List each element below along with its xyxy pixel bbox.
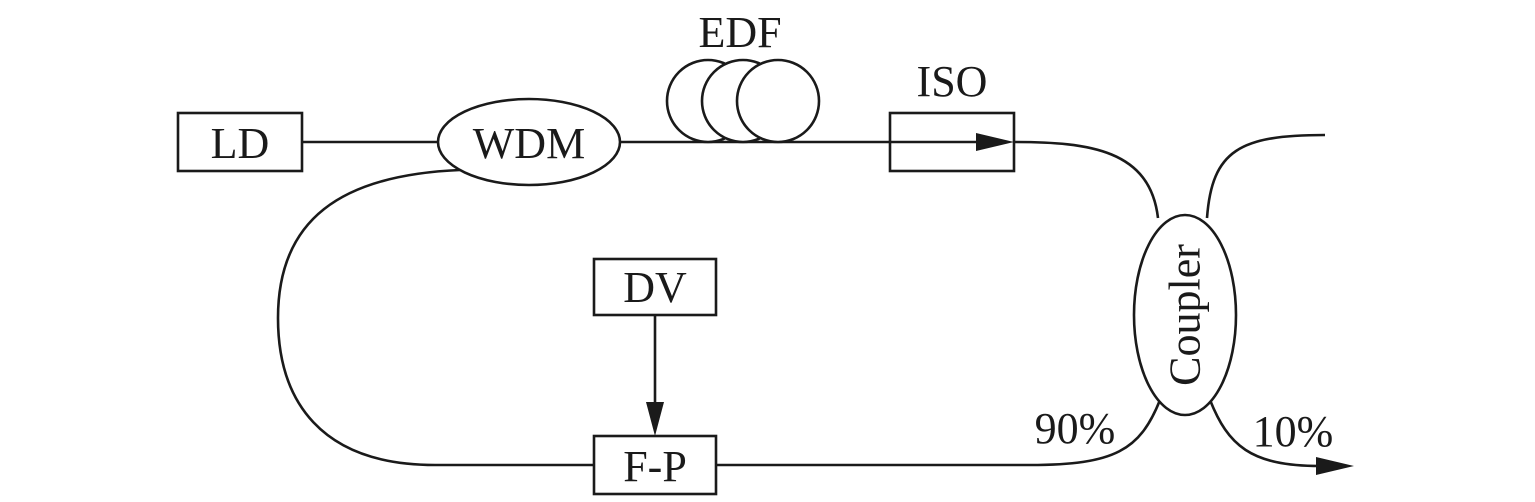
fiber-iso-coupler	[1013, 140, 1160, 219]
fiber-coupler-output-10	[1208, 399, 1321, 468]
dv-label: DV	[623, 263, 687, 312]
output-arrow	[1316, 457, 1354, 475]
coupler-label: Coupler	[1161, 244, 1210, 386]
iso-label: ISO	[917, 57, 988, 106]
fiber-coupler-upper-port	[1205, 133, 1326, 219]
split-10-label: 10%	[1253, 407, 1334, 456]
edf-coil-3	[735, 58, 821, 144]
fp-box	[592, 434, 718, 496]
ld-label: LD	[211, 119, 270, 168]
fp-label: F-P	[623, 442, 687, 491]
split-90-label: 90%	[1035, 404, 1116, 453]
dv-fp-arrow	[646, 402, 664, 436]
edf-label: EDF	[698, 8, 781, 57]
iso-direction-arrow	[976, 133, 1014, 151]
coupler-ellipse	[1132, 213, 1238, 417]
dv-box	[592, 257, 718, 317]
fiber-coupler-fp-90	[716, 399, 1162, 467]
ld-box	[176, 111, 304, 173]
wdm-ellipse	[436, 97, 622, 187]
fiber-fp-wdm-loop	[276, 168, 594, 467]
wdm-label: WDM	[473, 119, 585, 168]
